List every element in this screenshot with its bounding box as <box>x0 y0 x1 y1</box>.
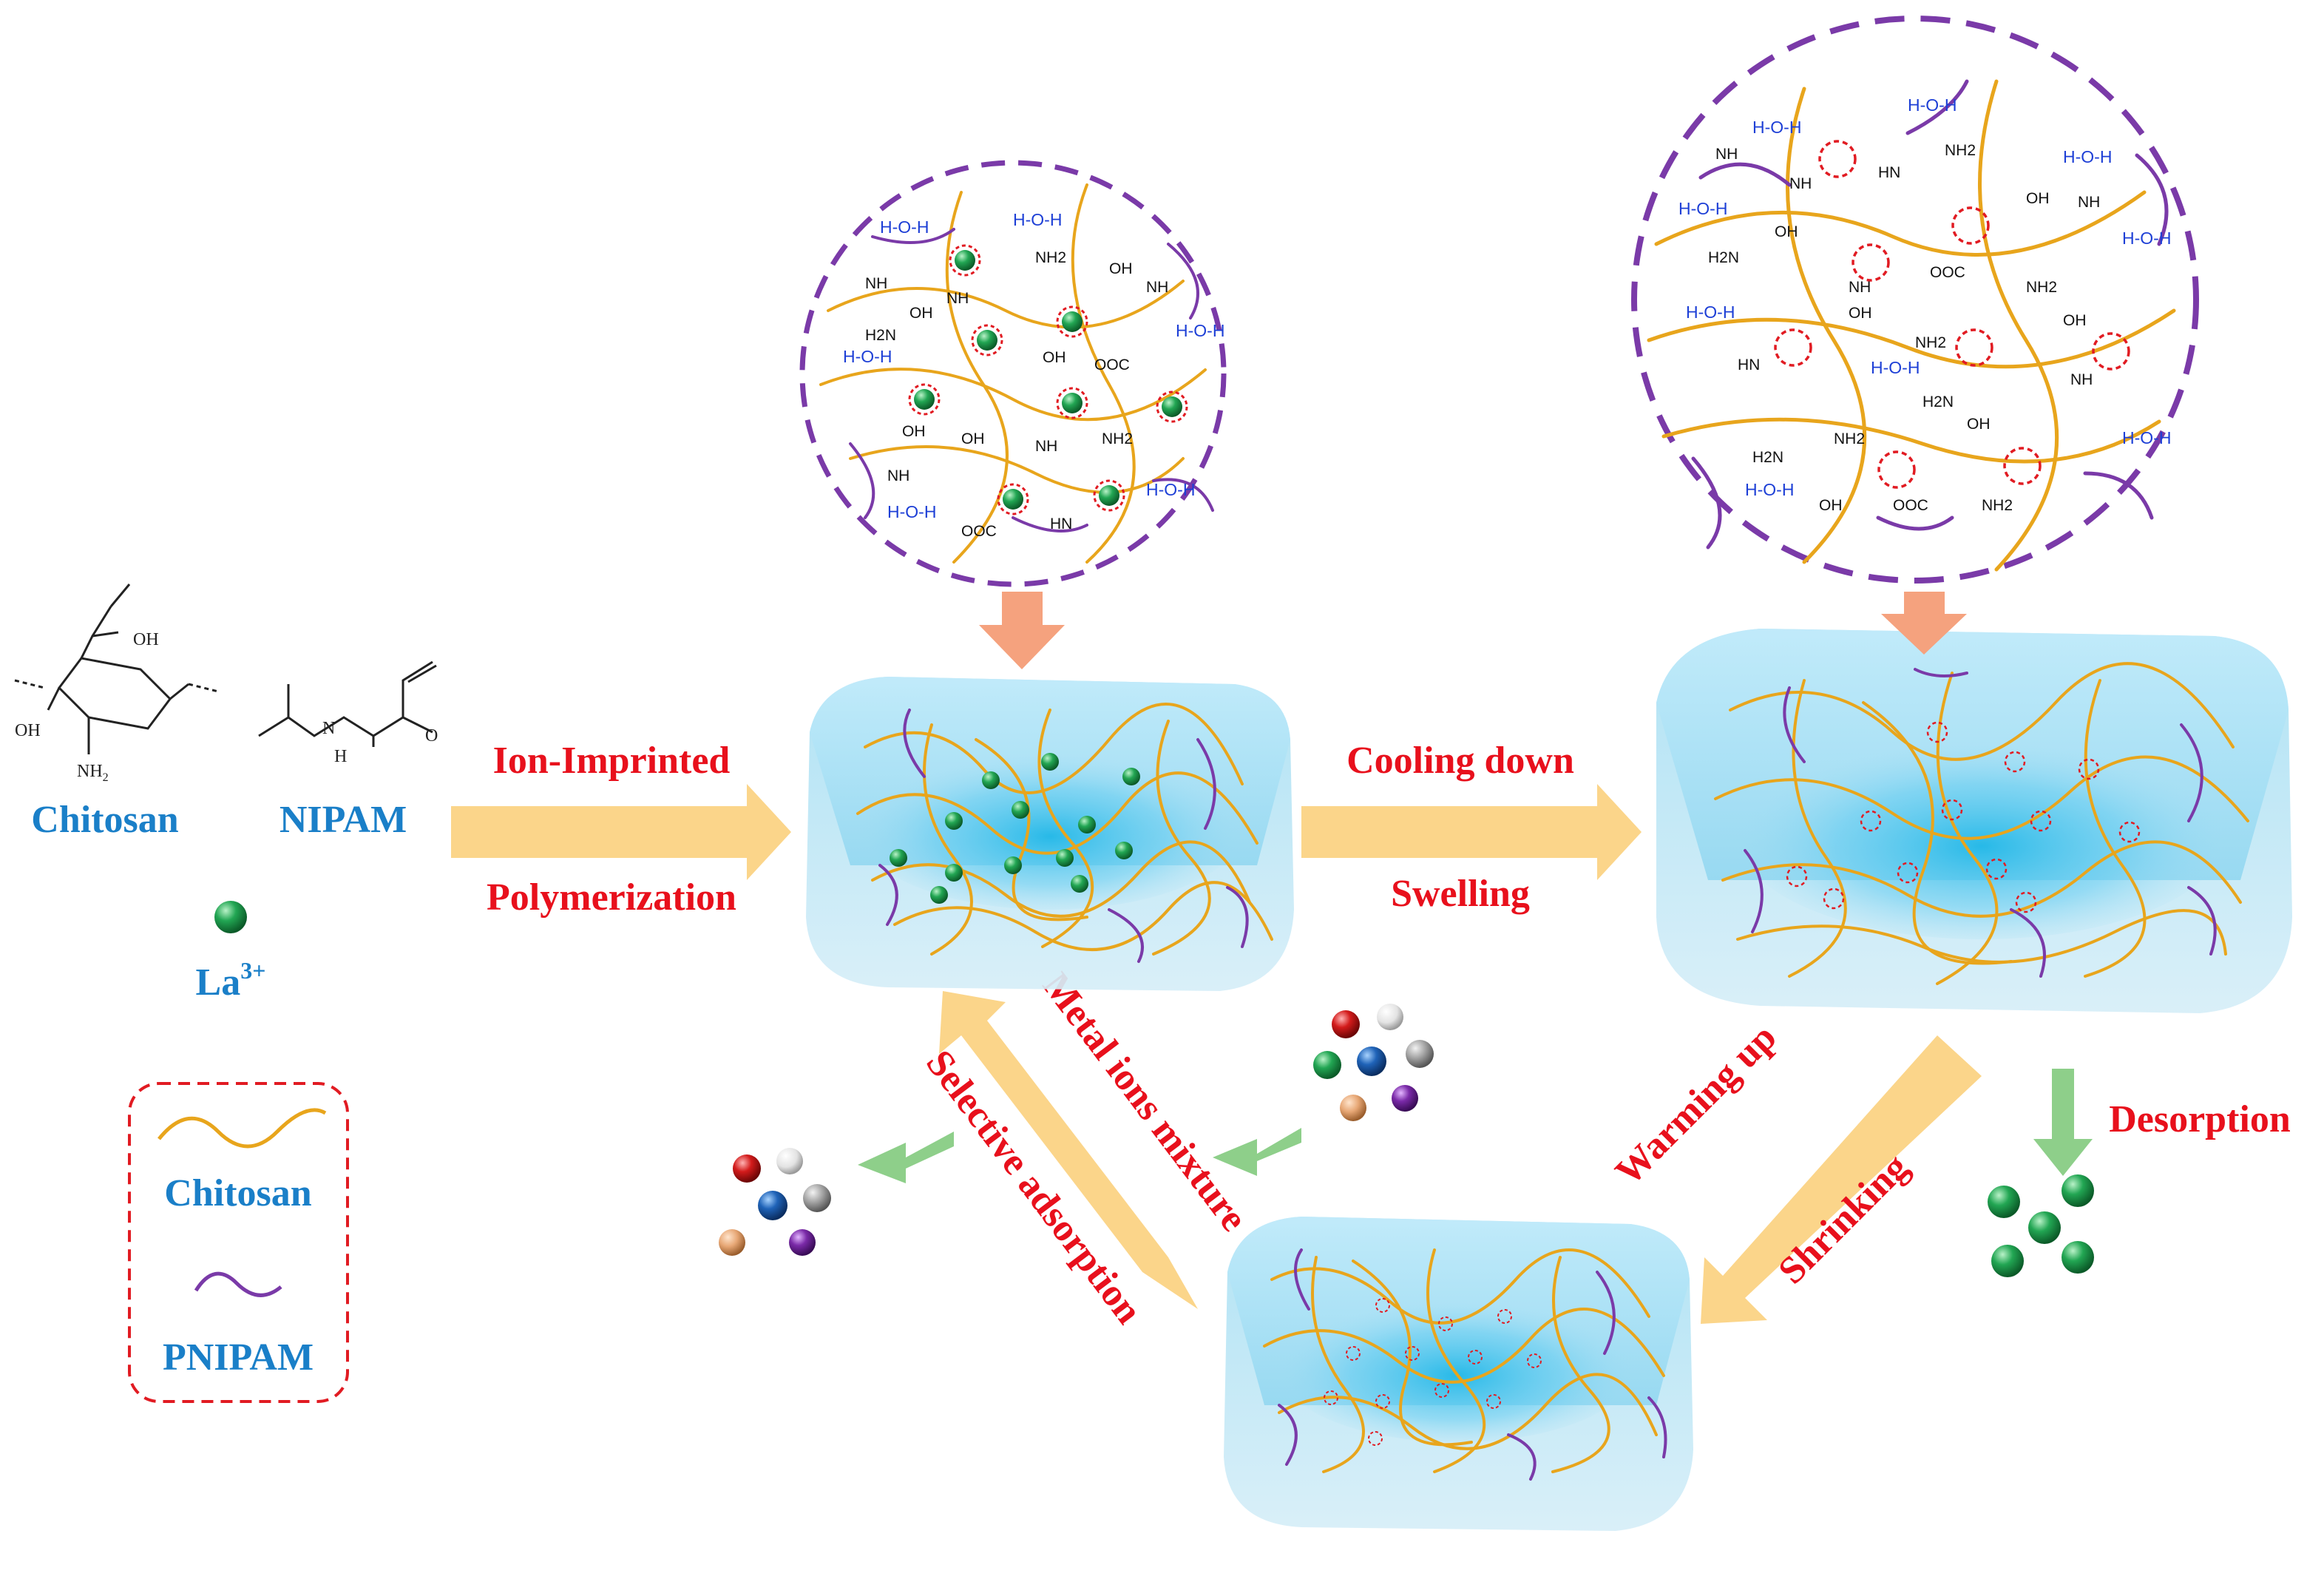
svg-text:OH: OH <box>961 430 985 447</box>
mixture-in-arrow <box>1213 1128 1301 1176</box>
nh2-label: NH2 <box>77 762 109 784</box>
svg-text:H-O-H: H-O-H <box>2122 229 2171 248</box>
svg-text:H-O-H: H-O-H <box>1908 95 1957 115</box>
svg-text:NH: NH <box>2078 194 2100 211</box>
nipam-structure: H N O <box>258 660 438 766</box>
ion-mixture-cluster <box>1313 1004 1434 1121</box>
imprinted-network-zoom: H-O-H H-O-H H-O-H H-O-H H-O-H H-O-H NH O… <box>799 160 1227 587</box>
imprint-line2: Polymerization <box>487 876 736 919</box>
svg-text:H-O-H: H-O-H <box>880 217 929 237</box>
svg-text:NH2: NH2 <box>1102 430 1133 447</box>
la-ion-sphere-icon <box>214 901 247 933</box>
svg-text:H-O-H: H-O-H <box>1176 321 1224 340</box>
cooling-arrow <box>1301 784 1642 880</box>
svg-text:NH: NH <box>1146 279 1168 296</box>
svg-text:HN: HN <box>1878 164 1900 181</box>
svg-text:OOC: OOC <box>1930 264 1965 281</box>
svg-text:H-O-H: H-O-H <box>2122 428 2171 447</box>
svg-text:H-O-H: H-O-H <box>1745 480 1794 499</box>
adsorption-arrow <box>939 991 1198 1309</box>
desorbed-la-ions <box>1988 1174 2094 1277</box>
svg-text:OOC: OOC <box>1893 497 1928 514</box>
warming-arrow <box>1701 1035 1982 1324</box>
svg-text:NH: NH <box>2070 371 2093 388</box>
nipam-n-label: N <box>322 719 335 738</box>
desorption-label: Desorption <box>2109 1098 2291 1140</box>
chitosan-strand-icon <box>157 1108 327 1149</box>
svg-text:NH2: NH2 <box>1945 142 1976 159</box>
svg-text:NH2: NH2 <box>2026 279 2057 296</box>
svg-text:OH: OH <box>1043 349 1066 366</box>
zoom-pointer-2 <box>1881 592 1967 655</box>
svg-text:H-O-H: H-O-H <box>2063 147 2112 166</box>
svg-text:H2N: H2N <box>1752 449 1783 466</box>
svg-text:OH: OH <box>1967 416 1991 433</box>
imprint-line1: Ion-Imprinted <box>493 740 731 782</box>
svg-text:OOC: OOC <box>961 523 997 540</box>
desorption-arrow <box>2033 1069 2093 1176</box>
svg-text:H2N: H2N <box>1922 393 1954 410</box>
svg-text:NH: NH <box>1035 438 1057 455</box>
imprinted-hydrogel-block <box>806 677 1294 991</box>
oh-label-top: OH <box>133 630 159 649</box>
svg-text:OH: OH <box>909 305 933 322</box>
oh-label-left: OH <box>15 721 41 740</box>
cooling-line1: Cooling down <box>1346 740 1574 782</box>
chitosan-monomer-label: Chitosan <box>31 799 178 841</box>
svg-text:H2N: H2N <box>865 327 896 344</box>
svg-text:NH2: NH2 <box>1982 497 2013 514</box>
svg-text:OH: OH <box>1109 260 1133 277</box>
mixture-out-arrow <box>858 1132 954 1183</box>
svg-text:H2N: H2N <box>1708 249 1739 266</box>
svg-text:H-O-H: H-O-H <box>1146 480 1195 499</box>
svg-text:OH: OH <box>902 423 926 440</box>
chitosan-structure: OH OH NH2 <box>14 584 219 784</box>
svg-text:NH: NH <box>946 290 969 307</box>
svg-text:OH: OH <box>1775 223 1798 240</box>
svg-text:OH: OH <box>1819 497 1843 514</box>
svg-text:HN: HN <box>1050 515 1072 532</box>
svg-text:H-O-H: H-O-H <box>1013 210 1062 229</box>
nipam-o-label: O <box>425 726 438 745</box>
shrunk-hydrogel-block <box>1224 1217 1693 1531</box>
svg-text:NH: NH <box>865 275 887 292</box>
svg-text:OH: OH <box>2063 312 2087 329</box>
imprint-arrow <box>451 784 791 880</box>
svg-text:OH: OH <box>2026 190 2050 207</box>
swollen-network-zoom: H-O-H H-O-H H-O-H H-O-H H-O-H H-O-H H-O-… <box>1631 16 2199 584</box>
la-ion-label: La3+ <box>196 957 266 1004</box>
svg-text:OOC: OOC <box>1094 356 1130 373</box>
legend-pnipam-label: PNIPAM <box>163 1336 314 1379</box>
strand-legend-box: Chitosan PNIPAM <box>128 1082 349 1403</box>
nipam-monomer-label: NIPAM <box>280 799 407 841</box>
svg-text:H-O-H: H-O-H <box>1871 358 1920 377</box>
svg-text:OH: OH <box>1849 305 1872 322</box>
cooling-line2: Swelling <box>1391 873 1530 915</box>
zoom-pointer-1 <box>979 592 1065 669</box>
svg-text:H-O-H: H-O-H <box>1678 199 1727 218</box>
svg-text:NH2: NH2 <box>1035 249 1066 266</box>
nipam-h-label: H <box>334 747 347 766</box>
svg-text:NH: NH <box>887 467 909 484</box>
remaining-ions-cluster <box>719 1148 831 1256</box>
svg-text:H-O-H: H-O-H <box>843 347 892 366</box>
svg-text:NH2: NH2 <box>1834 430 1865 447</box>
svg-text:H-O-H: H-O-H <box>887 502 936 521</box>
warming-line1: Warming up <box>1608 1016 1785 1194</box>
svg-text:NH: NH <box>1789 175 1812 192</box>
svg-text:NH2: NH2 <box>1915 334 1946 351</box>
svg-text:NH: NH <box>1715 146 1738 163</box>
svg-text:NH: NH <box>1849 279 1871 296</box>
svg-text:HN: HN <box>1738 356 1760 373</box>
legend-chitosan-label: Chitosan <box>164 1172 311 1214</box>
pnipam-strand-icon <box>194 1271 282 1297</box>
svg-text:H-O-H: H-O-H <box>1752 118 1801 137</box>
svg-text:H-O-H: H-O-H <box>1686 302 1735 322</box>
swollen-hydrogel-block <box>1656 629 2292 1013</box>
